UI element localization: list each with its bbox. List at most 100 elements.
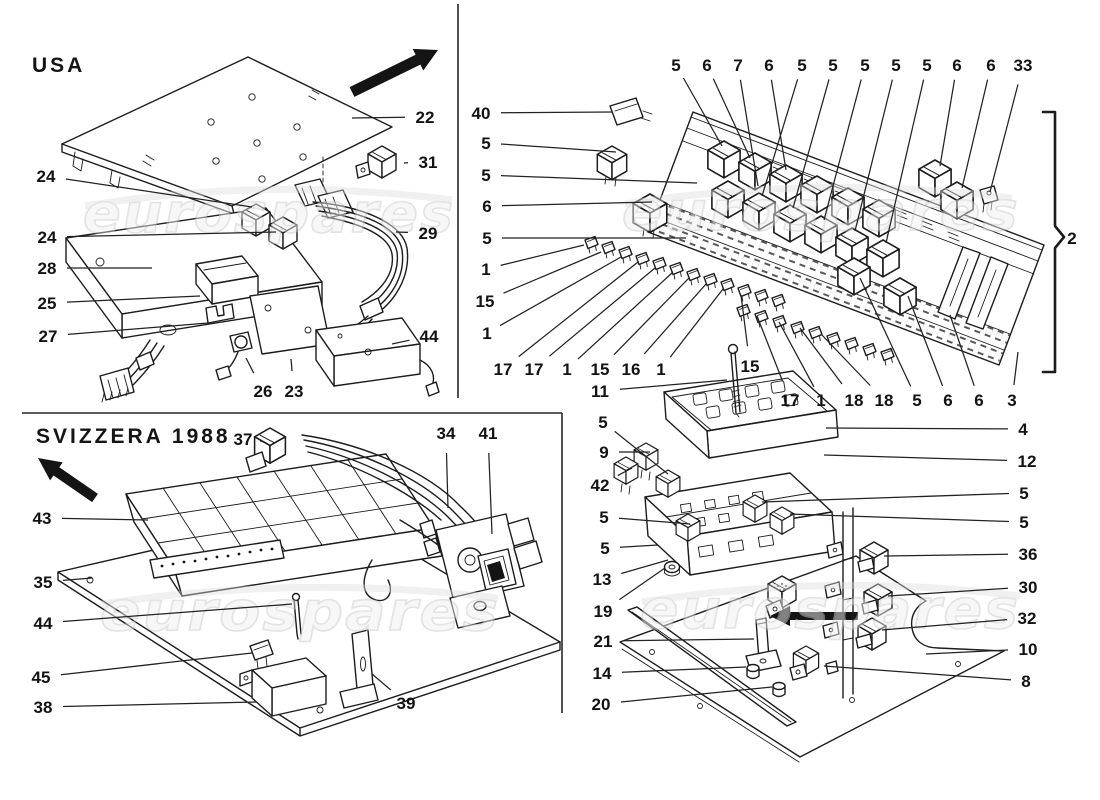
callout-lower-14: 14	[593, 664, 612, 683]
callout-usa-31: 31	[419, 153, 438, 172]
watermark-text: eurospares	[100, 580, 500, 643]
callout-lower-4: 4	[1018, 420, 1028, 439]
leader-line-panel-6	[770, 79, 787, 171]
leader-line-panel-6	[712, 78, 751, 159]
relay-6-floating	[632, 193, 668, 239]
relay-8	[789, 645, 839, 681]
callout-panel-6: 6	[974, 391, 983, 410]
mounting-bar	[627, 606, 797, 727]
leader-line-lower-10	[925, 649, 1009, 655]
callout-panel-6: 6	[702, 56, 711, 75]
pointer-arrow-left-icon	[770, 606, 858, 626]
callout-usa-28: 28	[38, 259, 57, 278]
leader-line-panel-7	[739, 79, 759, 187]
leader-line-usa-27	[67, 322, 209, 336]
watermark-text: eurospares	[622, 180, 1020, 243]
leader-line-lower-5	[618, 517, 691, 525]
callout-panel-17: 17	[525, 360, 544, 379]
leader-line-panel-17	[756, 315, 784, 382]
leader-line-lower-14	[621, 666, 747, 673]
callout-panel-1: 1	[656, 360, 665, 379]
leader-line-lower-13	[621, 559, 669, 575]
direction-arrow-nw-icon	[38, 458, 98, 503]
leader-line-svizzera-44	[62, 603, 293, 623]
callout-lower-42: 42	[591, 476, 610, 495]
callout-panel-7: 7	[733, 56, 742, 75]
leader-line-lower-4	[825, 427, 1009, 430]
callout-usa-26: 26	[254, 382, 273, 401]
callout-panel-5: 5	[860, 56, 869, 75]
svizzera-diagram	[57, 427, 561, 737]
callout-panel-5: 5	[828, 56, 837, 75]
leader-line-panel-15	[613, 277, 690, 356]
callout-panel-5: 5	[482, 229, 491, 248]
callout-panel-33: 33	[1014, 56, 1033, 75]
pin-44	[291, 592, 302, 640]
callout-svizzera-44: 44	[34, 614, 53, 633]
leader-line-lower-12	[823, 454, 1008, 462]
callout-svizzera-45: 45	[32, 668, 51, 687]
leader-line-panel-6	[501, 201, 653, 207]
callout-usa-23: 23	[285, 382, 304, 401]
callout-panel-1: 1	[482, 324, 491, 343]
leader-line-panel-33	[989, 84, 1019, 193]
spacer-20	[772, 681, 786, 698]
callout-usa-27: 27	[39, 327, 58, 346]
fuse-box-cover	[663, 370, 839, 459]
leader-line-panel-1	[499, 256, 622, 327]
fuse-holder-33	[979, 185, 999, 213]
leader-line-panel-5	[500, 143, 617, 153]
callout-panel-5: 5	[481, 134, 490, 153]
callout-panel-5: 5	[797, 56, 806, 75]
leader-line-panel-17	[548, 267, 656, 357]
leader-line-svizzera-34	[445, 452, 449, 509]
callout-panel-6: 6	[482, 197, 491, 216]
callout-svizzera-38: 38	[34, 698, 53, 717]
callout-svizzera-39: 39	[397, 694, 416, 713]
callout-usa-24: 24	[37, 167, 56, 186]
callout-lower-5: 5	[599, 508, 608, 527]
relay-38	[239, 657, 327, 717]
leader-line-panel-40	[500, 111, 613, 114]
leader-line-usa-22	[351, 116, 406, 119]
callout-lower-5: 5	[1019, 513, 1028, 532]
callout-lower-9: 9	[599, 443, 608, 462]
callout-lower-20: 20	[592, 695, 611, 714]
callout-panel-1: 1	[816, 391, 825, 410]
leader-line-panel-17	[518, 261, 639, 358]
lower-assembly-diagram	[613, 343, 1005, 763]
leader-line-usa-23	[290, 358, 293, 372]
leader-line-svizzera-38	[62, 701, 257, 708]
bracket-27	[205, 303, 235, 324]
callout-panel-5: 5	[922, 56, 931, 75]
callout-lower-19: 19	[594, 602, 613, 621]
cover-plate	[61, 56, 393, 215]
callout-panel-16: 16	[622, 360, 641, 379]
callout-lower-5: 5	[600, 539, 609, 558]
leader-line-lower-8	[823, 665, 1012, 681]
callout-panel-6: 6	[986, 56, 995, 75]
callout-lower-10: 10	[1019, 640, 1038, 659]
leader-line-panel-5	[682, 77, 723, 147]
callout-panel-15: 15	[476, 292, 495, 311]
callout-panel-40: 40	[472, 104, 491, 123]
callout-usa-44: 44	[420, 327, 439, 346]
callout-lower-36: 36	[1019, 545, 1038, 564]
relay-37	[245, 427, 287, 473]
callout-lower-21: 21	[594, 632, 613, 651]
leader-line-lower-5	[619, 544, 659, 548]
callout-lower-13: 13	[593, 570, 612, 589]
leader-line-svizzera-41	[488, 452, 493, 535]
callout-panel-18: 18	[845, 391, 864, 410]
leader-line-panel-5	[761, 79, 799, 197]
ecu-43	[125, 453, 443, 602]
callout-panel-17: 17	[494, 360, 513, 379]
callout-panel-15: 15	[741, 357, 760, 376]
leader-line-svizzera-45	[60, 652, 253, 676]
grommet-19	[663, 560, 681, 577]
callout-panel-3: 3	[1007, 391, 1016, 410]
callout-svizzera-34: 34	[437, 424, 456, 443]
leader-line-panel-6	[961, 79, 989, 189]
